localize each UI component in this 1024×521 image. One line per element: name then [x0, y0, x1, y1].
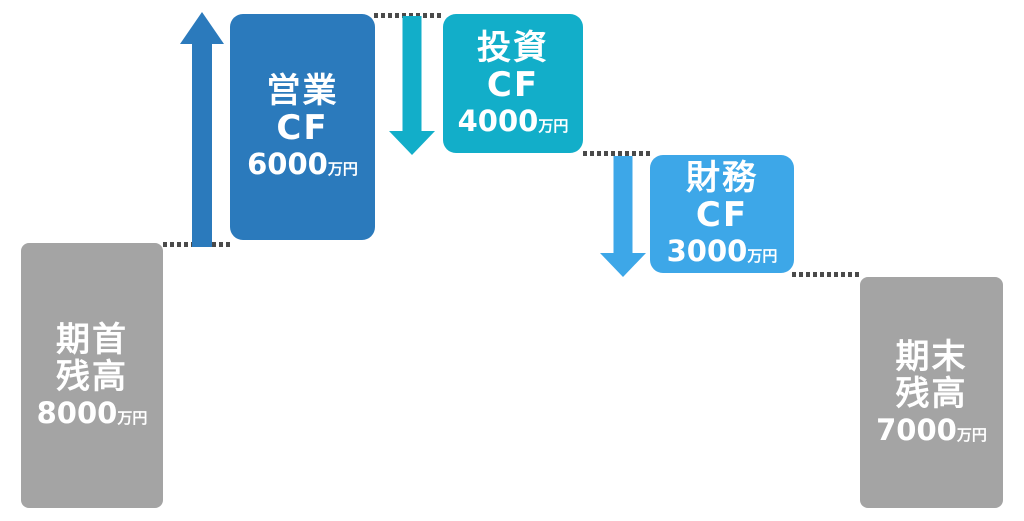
operating-cf-up-arrow-icon	[180, 12, 224, 247]
bar-label-line: 残高	[56, 356, 128, 397]
arrow-shaft	[402, 16, 422, 133]
bar-value-number: 3000	[666, 234, 748, 269]
bar-value-number: 8000	[36, 395, 118, 430]
bar-value: 6000万円	[247, 147, 358, 182]
bar-financing-cf: 財務 CF 3000万円	[650, 155, 794, 273]
bar-label-line: 財務	[686, 158, 758, 198]
bar-value-unit: 万円	[327, 160, 358, 179]
bar-value: 7000万円	[876, 412, 987, 447]
bar-label-line: CF	[276, 108, 329, 149]
bar-value: 8000万円	[36, 395, 148, 430]
arrow-shaft	[613, 156, 633, 255]
bar-label-line: 期首	[56, 319, 128, 360]
arrow-head	[600, 253, 646, 277]
bar-ending-balance: 期末 残高 7000万円	[860, 277, 1003, 508]
investing-cf-down-arrow-icon	[389, 16, 435, 155]
bar-investing-cf: 投資 CF 4000万円	[443, 14, 583, 153]
bar-label-line: 残高	[895, 373, 968, 414]
arrow-head	[389, 131, 435, 155]
connector-dotted-line-financing-ending	[792, 272, 859, 277]
bar-label-line: 投資	[477, 27, 549, 68]
bar-value-number: 7000	[876, 412, 957, 447]
bar-label-line: 営業	[266, 71, 339, 111]
bar-operating-cf: 営業 CF 6000万円	[230, 14, 375, 240]
bar-value: 4000万円	[457, 103, 569, 138]
bar-value-number: 6000	[247, 147, 328, 182]
bar-label-line: CF	[486, 64, 540, 105]
connector-dotted-line-investing-financing	[583, 151, 651, 156]
arrow-shaft	[192, 42, 212, 247]
bar-value-unit: 万円	[538, 116, 569, 135]
bar-value: 3000万円	[666, 234, 778, 269]
bar-value-unit: 万円	[956, 425, 987, 444]
bar-value-number: 4000	[457, 103, 539, 138]
financing-cf-down-arrow-icon	[600, 156, 646, 277]
bar-label-line: 期末	[895, 336, 968, 377]
arrow-head	[180, 12, 224, 44]
bar-value-unit: 万円	[117, 408, 148, 427]
bar-value-unit: 万円	[747, 247, 778, 266]
bar-beginning-balance: 期首 残高 8000万円	[21, 243, 163, 508]
connector-dotted-line-operating-investing	[374, 13, 444, 18]
bar-label-line: CF	[695, 195, 749, 236]
